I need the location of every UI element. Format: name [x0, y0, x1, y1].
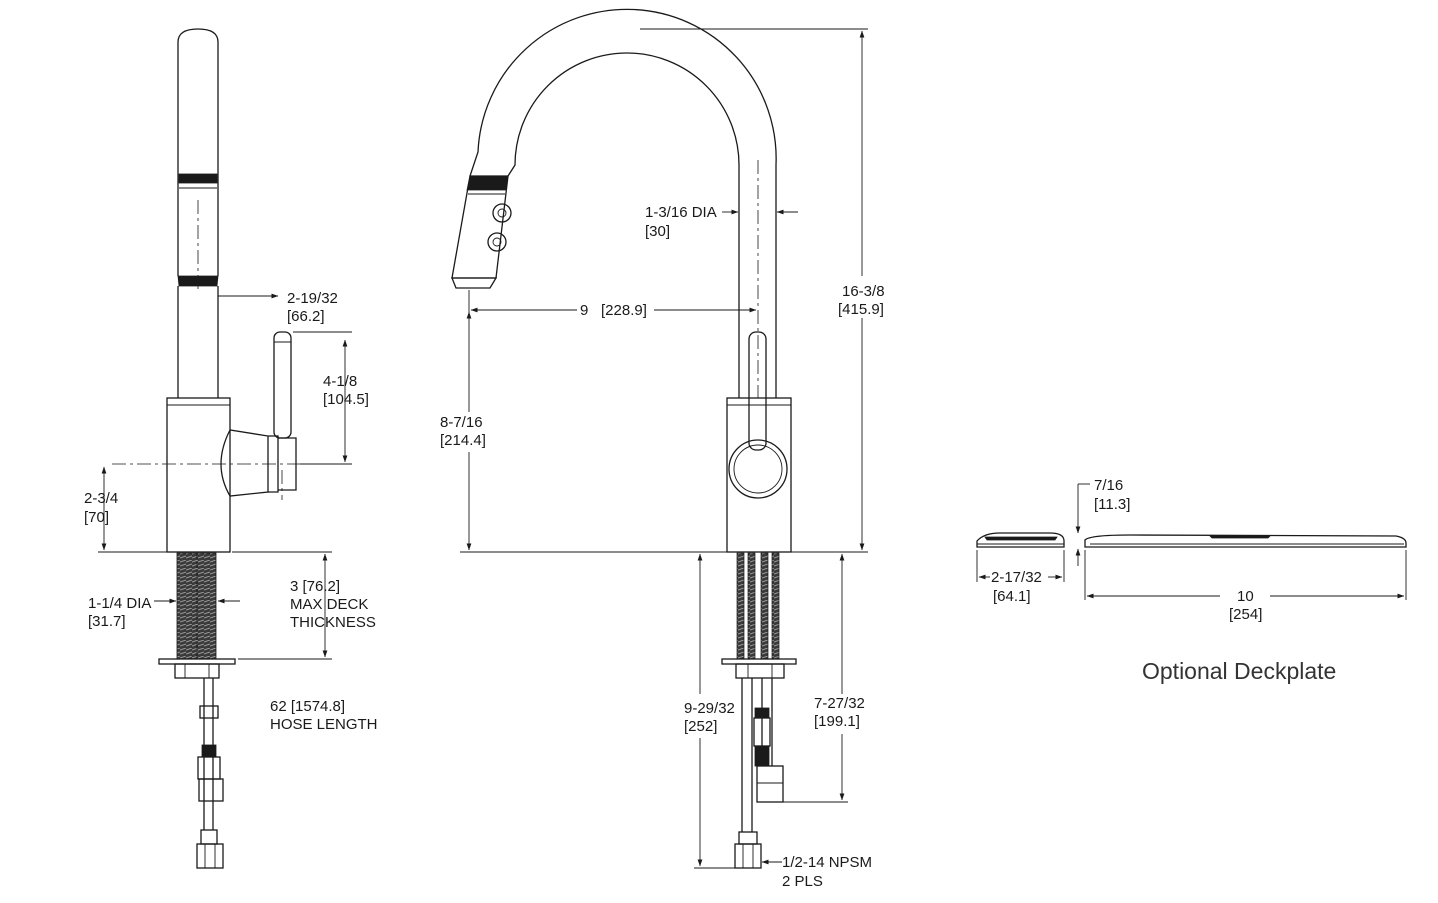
deck-depth-mm-label: [64.1] [993, 588, 1031, 605]
total-height-label: 16-3/8 [842, 283, 885, 300]
supply-length-mm-label: [252] [684, 718, 717, 735]
reach-mm-label: [228.9] [601, 302, 647, 319]
connection-label-2: 2 PLS [782, 873, 823, 890]
deck-thickness-label-1: 3 [76.2] [290, 578, 340, 595]
connection-label-1: 1/2-14 NPSM [782, 854, 872, 871]
side-view [98, 28, 352, 869]
side-base-height-mm-label: [70] [84, 509, 109, 526]
side-handle-height-label: 4-1/8 [323, 373, 357, 390]
deck-depth-label: 2-17/32 [991, 569, 1042, 586]
shank-length-mm-label: [199.1] [814, 713, 860, 730]
hose-length-label-2: HOSE LENGTH [270, 716, 378, 733]
side-spout-offset-mm-label: [66.2] [287, 308, 325, 325]
deck-height-label: 7/16 [1094, 477, 1123, 494]
deck-title: Optional Deckplate [1142, 658, 1336, 684]
deck-thickness-label-2: MAX DECK [290, 596, 368, 613]
shank-dia-mm-label: [31.7] [88, 613, 126, 630]
deck-width-mm-label: [254] [1229, 606, 1262, 623]
deck-width-label: 10 [1237, 588, 1254, 605]
hose-length-label-1: 62 [1574.8] [270, 698, 345, 715]
shank-dia-label: 1-1/4 DIA [88, 595, 151, 612]
deck-height-mm-label: [11.3] [1094, 496, 1130, 513]
total-height-mm-label: [415.9] [838, 301, 884, 318]
side-handle-height-mm-label: [104.5] [323, 391, 369, 408]
deckplate-view [976, 483, 1407, 600]
spout-dia-mm-label: [30] [645, 223, 670, 240]
reach-label: 9 [580, 302, 588, 319]
side-base-height-label: 2-3/4 [84, 490, 118, 507]
deck-thickness-label-3: THICKNESS [290, 614, 376, 631]
supply-length-label: 9-29/32 [684, 700, 735, 717]
spray-height-label: 8-7/16 [440, 414, 483, 431]
shank-length-label: 7-27/32 [814, 695, 865, 712]
front-view [451, 8, 868, 869]
side-spout-offset-label: 2-19/32 [287, 290, 338, 307]
spout-dia-label: 1-3/16 DIA [645, 204, 717, 221]
spray-height-mm-label: [214.4] [440, 432, 486, 449]
